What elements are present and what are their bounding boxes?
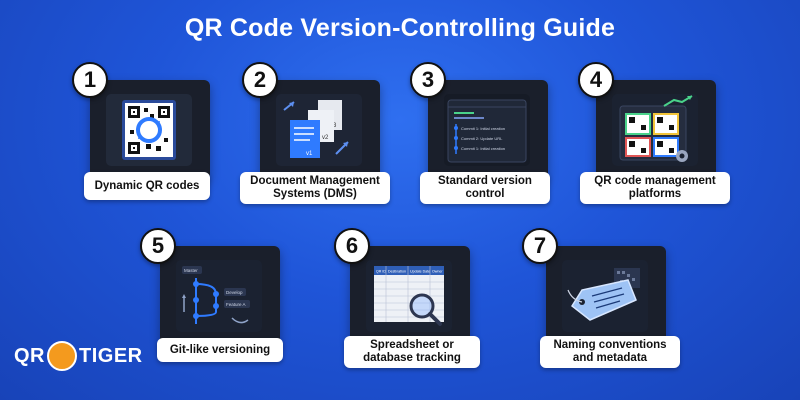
- label-dms: Document Management Systems (DMS): [240, 172, 390, 204]
- card-spreadsheet: QR ID Destination Update Date Owner: [350, 246, 470, 346]
- dynamic-qr-icon: [106, 94, 192, 166]
- page-title: QR Code Version-Controlling Guide: [184, 14, 616, 42]
- branch-develop: Develop: [226, 290, 243, 295]
- step-number-1: 1: [72, 62, 108, 98]
- card-git-versioning: Master Develop Feature A: [160, 246, 280, 346]
- header-owner: Owner: [432, 270, 443, 274]
- qr-dashboard-icon: [612, 94, 698, 166]
- version-v1: v1: [306, 151, 313, 157]
- step-number-7: 7: [522, 228, 558, 264]
- label-git-versioning: Git-like versioning: [157, 338, 283, 362]
- card-dynamic-qr: [90, 80, 210, 180]
- version-v2: v2: [322, 135, 329, 141]
- logo-text-tiger: TIGER: [79, 344, 143, 367]
- tiger-icon: [47, 341, 77, 371]
- commit-line-1: Commit 1: Initial creation: [461, 126, 505, 131]
- card-standard-version-control: Commit 1: Initial creation Commit 2: Upd…: [428, 80, 548, 180]
- qr-tiger-logo: QR TIGER: [14, 336, 143, 376]
- git-branch-icon: Master Develop Feature A: [176, 260, 262, 332]
- step-number-3: 3: [410, 62, 446, 98]
- header-qr-id: QR ID: [376, 270, 386, 274]
- label-standard-version-control: Standard version control: [420, 172, 550, 204]
- label-qr-management: QR code management platforms: [580, 172, 730, 204]
- label-spreadsheet: Spreadsheet or database tracking: [344, 336, 480, 368]
- logo-text-qr: QR: [14, 344, 45, 367]
- step-number-2: 2: [242, 62, 278, 98]
- branch-feature: Feature A: [226, 302, 246, 307]
- step-number-4: 4: [578, 62, 614, 98]
- commit-line-2: Commit 2: Update URL: [461, 136, 503, 141]
- document-versions-icon: v3 v2 v1: [276, 94, 362, 166]
- commit-history-icon: Commit 1: Initial creation Commit 2: Upd…: [444, 94, 530, 166]
- commit-line-3: Commit 1: Initial creation: [461, 146, 505, 151]
- branch-master: Master: [184, 268, 198, 273]
- card-dms: v3 v2 v1: [260, 80, 380, 180]
- step-number-6: 6: [334, 228, 370, 264]
- spreadsheet-search-icon: QR ID Destination Update Date Owner: [366, 260, 452, 332]
- label-naming-conventions: Naming conventions and metadata: [540, 336, 680, 368]
- step-number-5: 5: [140, 228, 176, 264]
- header-destination: Destination: [388, 270, 406, 274]
- header-update-date: Update Date: [410, 270, 430, 274]
- tag-label-icon: [562, 260, 648, 332]
- card-naming-conventions: [546, 246, 666, 346]
- label-dynamic-qr: Dynamic QR codes: [84, 172, 210, 200]
- card-qr-management: [596, 80, 716, 180]
